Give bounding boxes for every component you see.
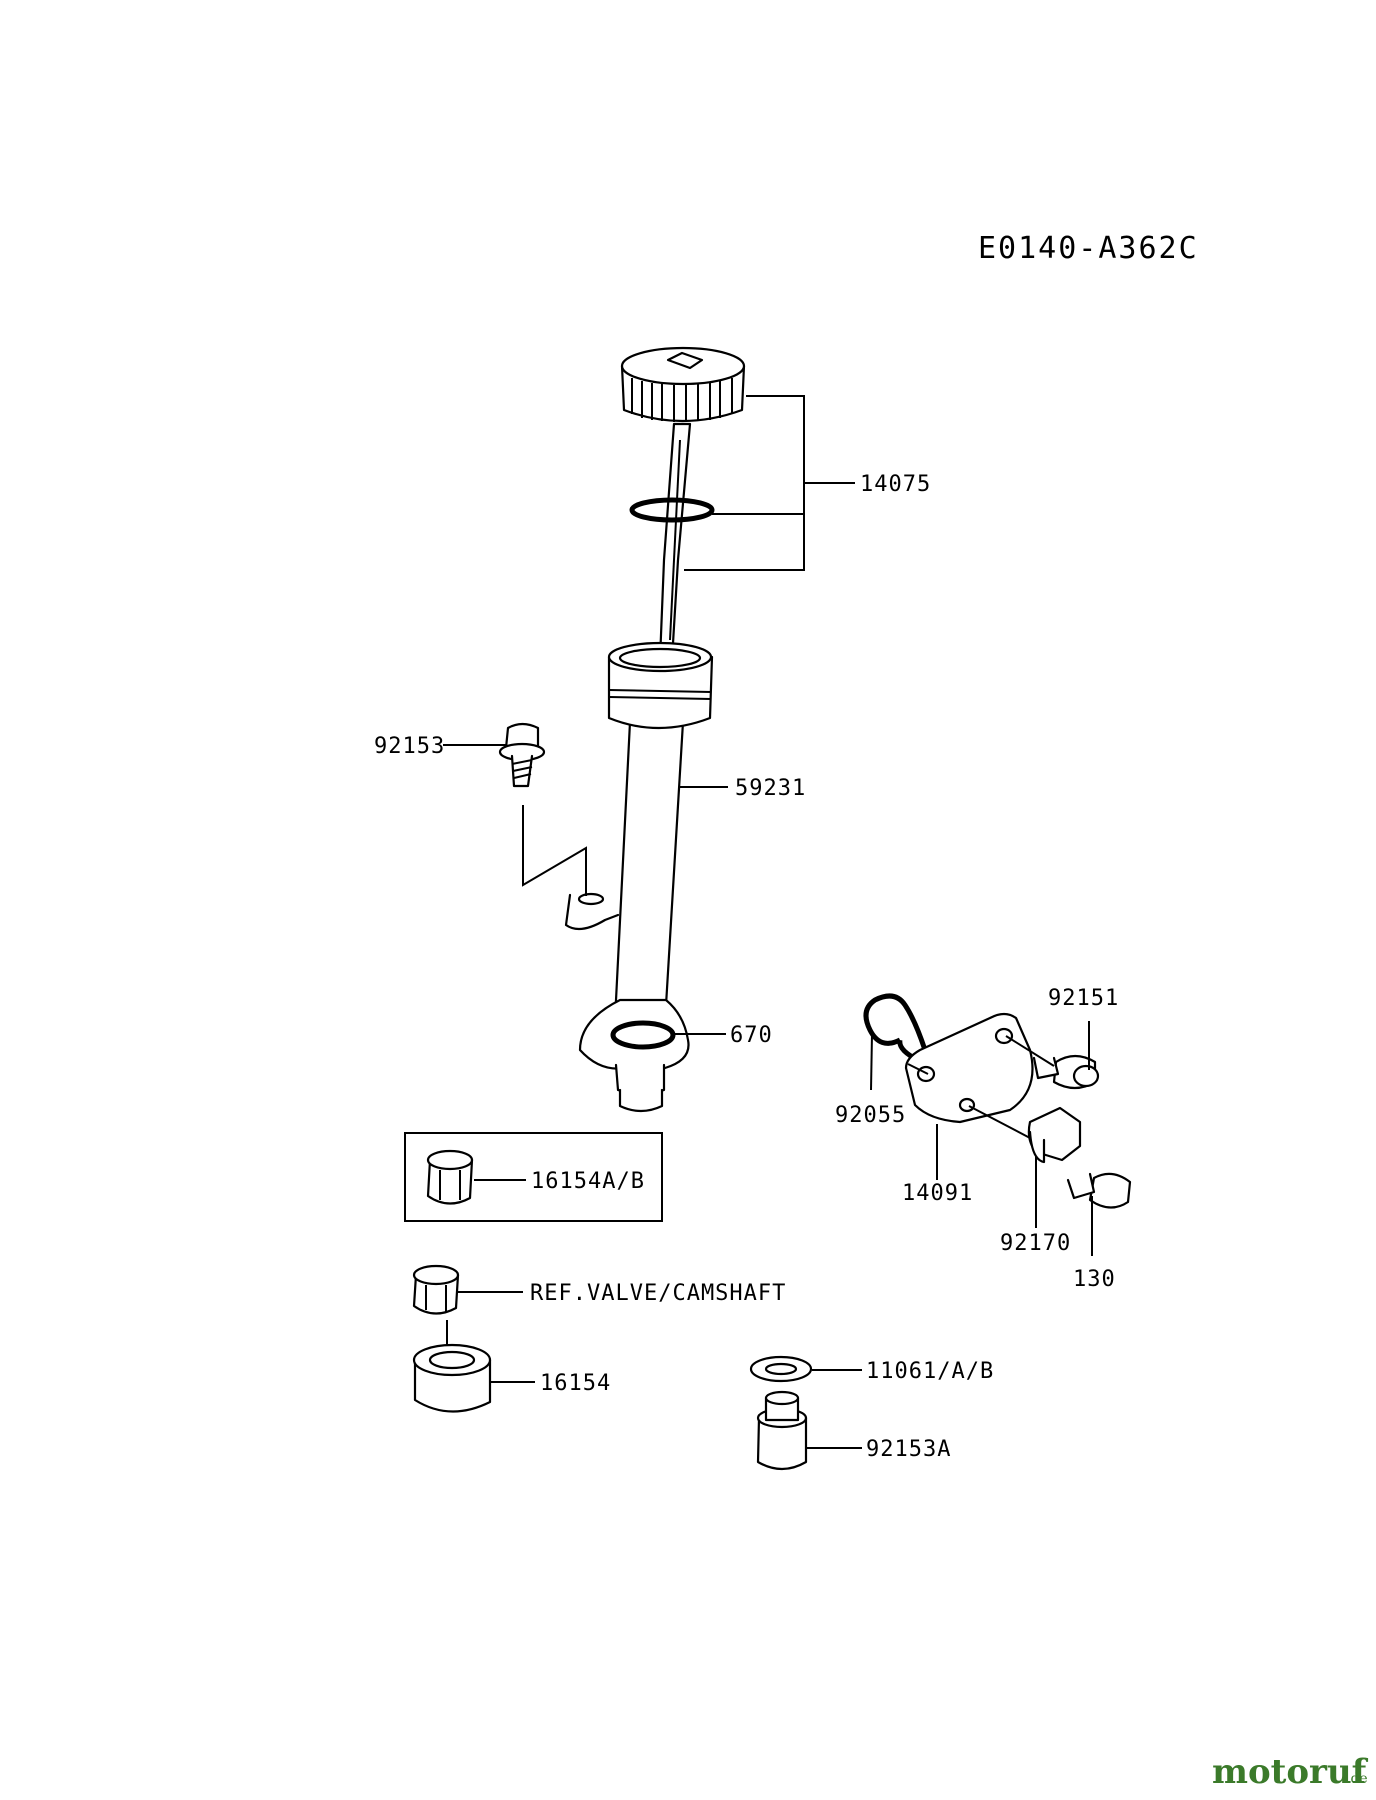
diagram-code: E0140-A362C	[978, 231, 1199, 266]
label-130: 130	[1073, 1267, 1116, 1292]
bolt-130[interactable]	[1066, 1172, 1132, 1209]
label-92151: 92151	[1048, 986, 1119, 1011]
label-670: 670	[730, 1023, 773, 1048]
bolt-92153-path	[522, 805, 587, 896]
label-16154: 16154	[540, 1371, 611, 1396]
watermark-brand: motoruf	[1212, 1752, 1369, 1792]
label-59231: 59231	[735, 776, 806, 801]
label-92153A: 92153A	[866, 1437, 951, 1462]
bolt-92153[interactable]	[498, 722, 546, 788]
label-92055: 92055	[835, 1103, 906, 1128]
label-ref-valve-camshaft: REF.VALVE/CAMSHAFT	[530, 1281, 786, 1306]
label-92170: 92170	[1000, 1231, 1071, 1256]
bolt-92151[interactable]	[1032, 1054, 1100, 1090]
leader-lines	[443, 395, 1093, 1449]
bracket-leaders	[907, 1035, 1055, 1139]
outer-rotor-16154[interactable]	[412, 1343, 492, 1413]
label-16154AB: 16154A/B	[531, 1169, 645, 1194]
watermark-suffix: .de	[1346, 1771, 1368, 1787]
label-92153: 92153	[374, 734, 445, 759]
label-14075: 14075	[860, 472, 931, 497]
dipstick-o-ring[interactable]	[629, 497, 715, 523]
washer-11061[interactable]	[749, 1355, 813, 1383]
alt-part-box	[404, 1132, 663, 1222]
inner-rotor-ref[interactable]	[412, 1264, 460, 1315]
dipstick-rod[interactable]	[658, 422, 692, 662]
clamp-92170[interactable]	[1027, 1106, 1082, 1164]
label-11061: 11061/A/B	[866, 1359, 994, 1384]
drain-plug-92153A[interactable]	[756, 1390, 808, 1471]
rotor-16154AB[interactable]	[426, 1149, 474, 1205]
dipstick-cap[interactable]	[620, 346, 746, 423]
label-14091: 14091	[902, 1181, 973, 1206]
oil-filler-tube[interactable]	[564, 641, 714, 1113]
